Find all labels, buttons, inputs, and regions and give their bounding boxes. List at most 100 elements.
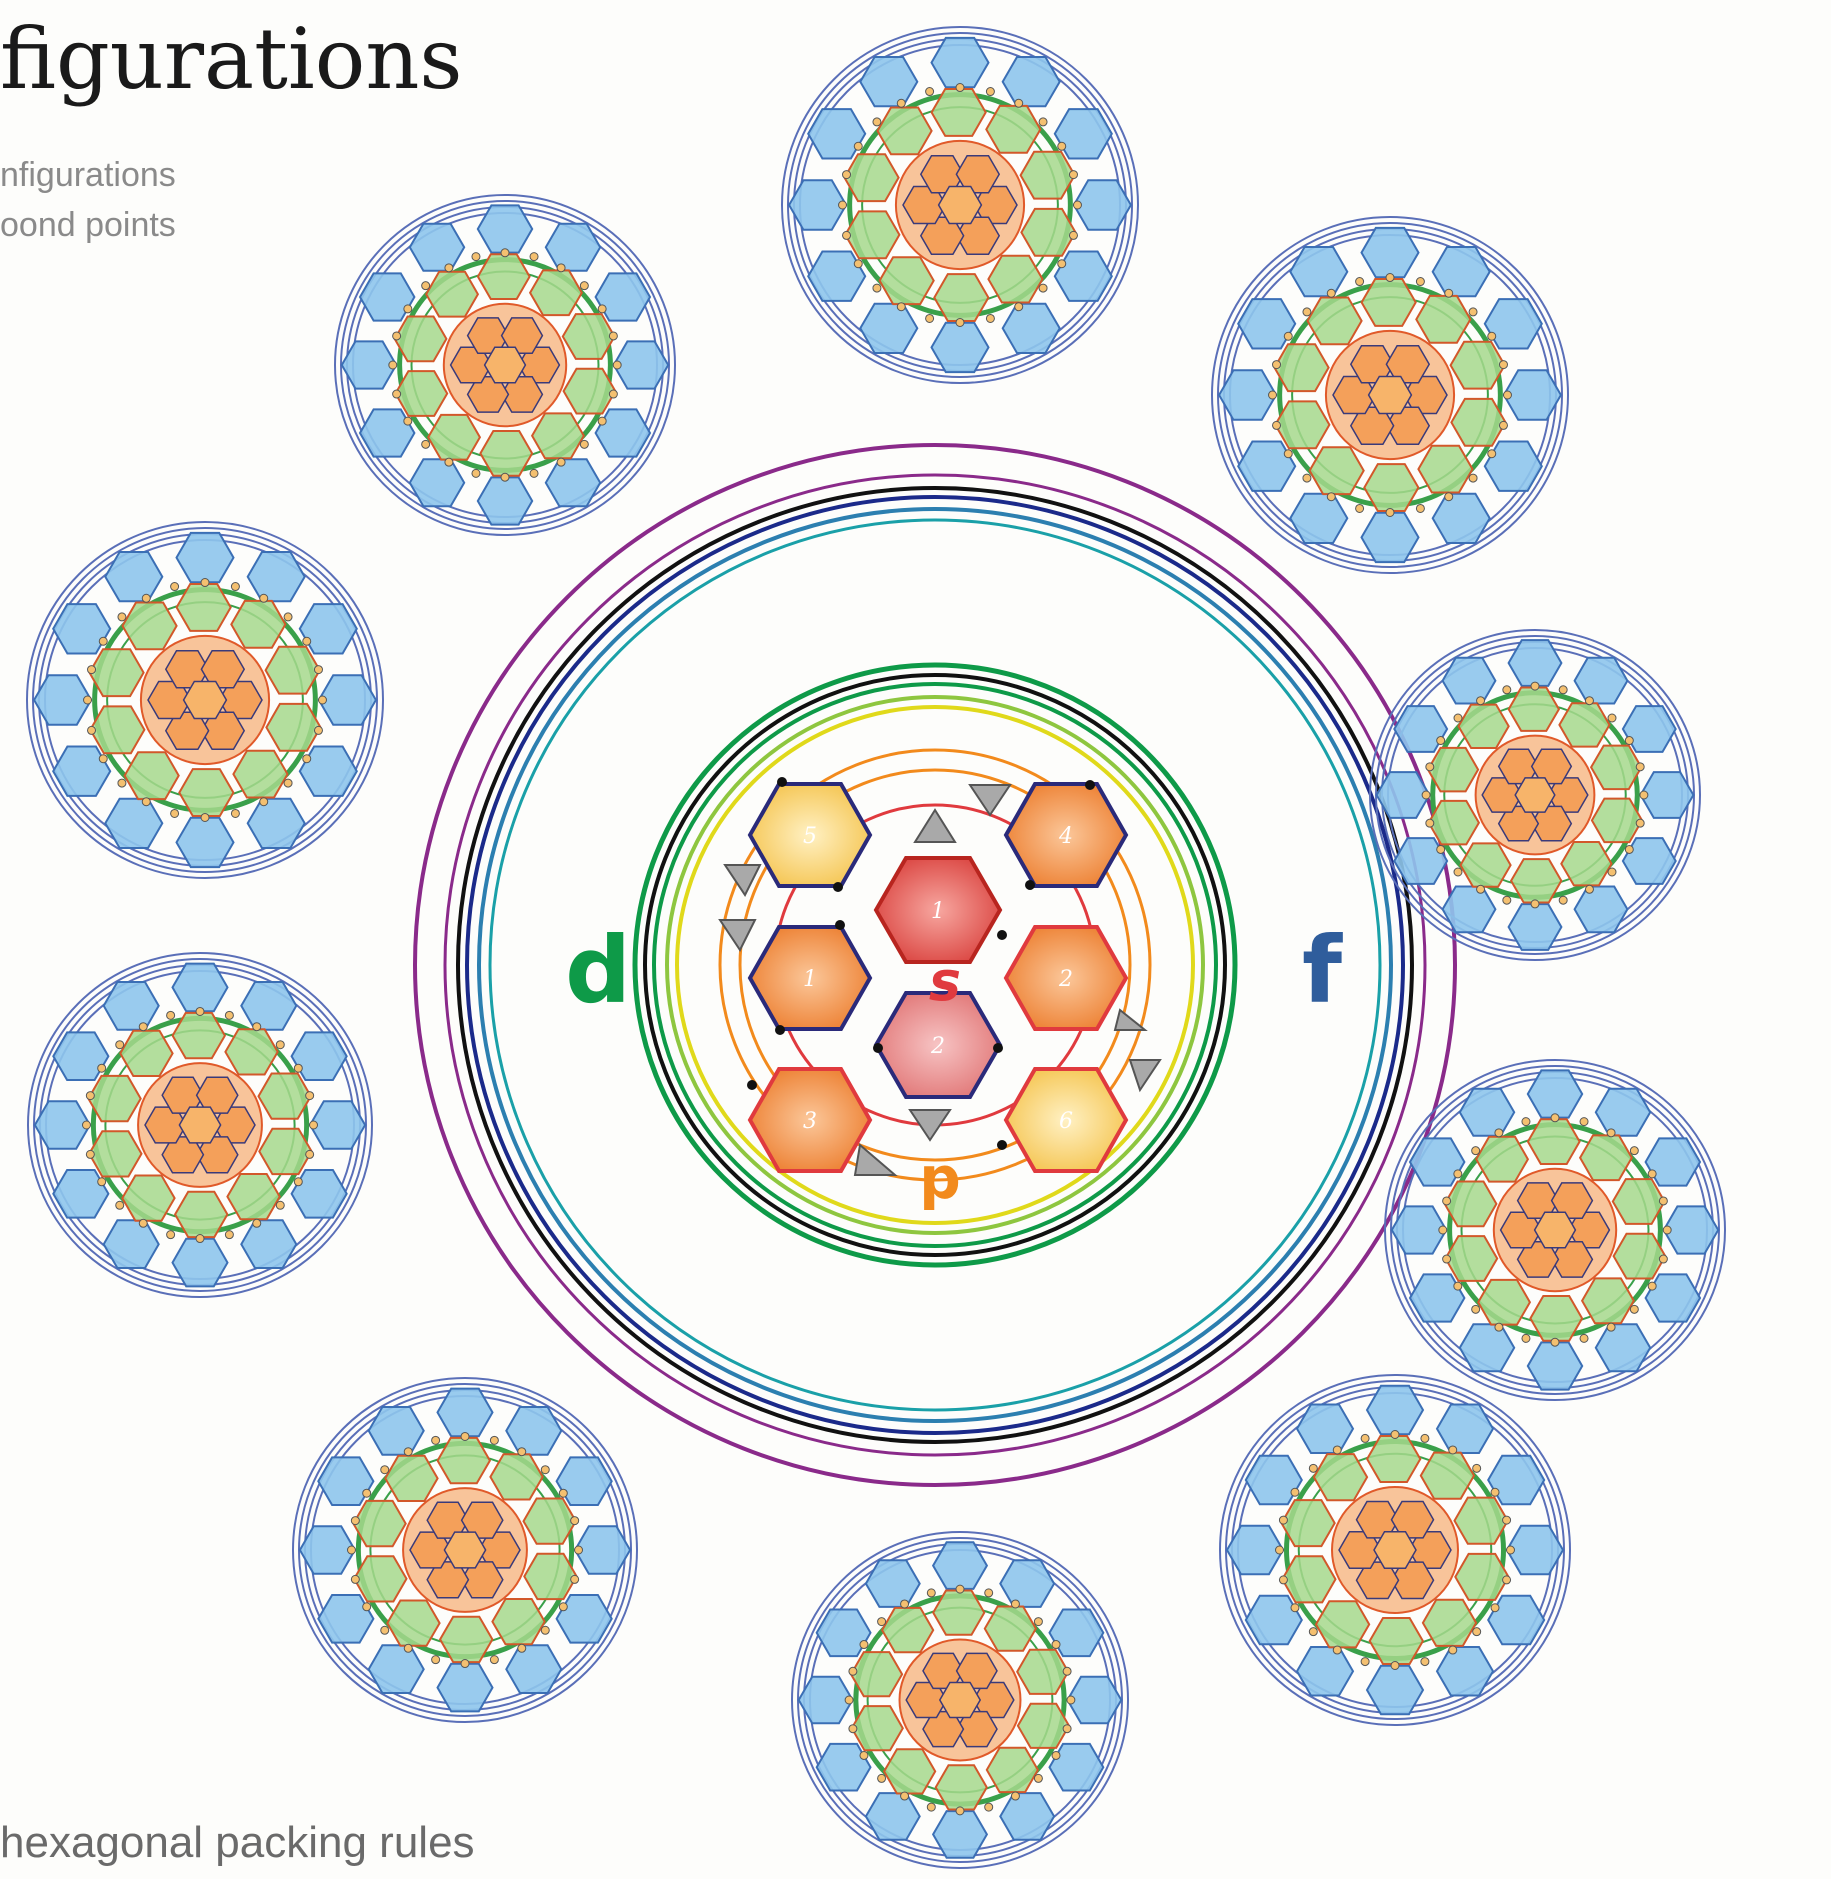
outer-hexagon	[53, 1170, 108, 1218]
outer-hexagon	[105, 552, 162, 601]
outer-hexagon	[1509, 640, 1562, 686]
middle-hexagon	[1429, 801, 1479, 845]
outer-hexagon	[1528, 1342, 1582, 1389]
outer-hexagon	[1000, 1560, 1054, 1607]
satellite-diagram	[335, 195, 675, 535]
outer-hexagon	[53, 604, 110, 653]
outer-hexagon	[1290, 247, 1347, 296]
orbital-p-label: p	[919, 1144, 961, 1212]
middle-hexagon	[1455, 1498, 1508, 1544]
outer-hexagon	[1623, 706, 1676, 752]
outer-hexagon	[1575, 658, 1628, 704]
outer-hexagon	[410, 224, 464, 271]
outer-hexagon	[860, 57, 917, 106]
outer-hexagon	[1238, 299, 1295, 348]
outer-hexagon	[300, 604, 357, 653]
outer-hexagon	[1460, 1089, 1514, 1136]
outer-hexagon	[1297, 1647, 1353, 1696]
outer-hexagon	[173, 1239, 228, 1287]
footer-caption: hexagonal packing rules	[0, 1818, 475, 1868]
satellite-diagram	[28, 953, 372, 1297]
hexagon-p1: 1	[750, 927, 870, 1029]
middle-hexagon	[266, 647, 320, 694]
outer-hexagon	[1367, 1386, 1423, 1434]
satellite-diagram	[1370, 630, 1700, 960]
outer-hexagon	[1074, 180, 1131, 229]
outer-hexagon	[342, 341, 396, 388]
satellite-diagram	[792, 1532, 1128, 1868]
middle-hexagon	[1282, 1556, 1335, 1602]
outer-hexagon	[1050, 1610, 1104, 1657]
outer-hexagon	[557, 1457, 612, 1505]
outer-hexagon	[292, 1032, 347, 1080]
outer-hexagon	[808, 252, 865, 301]
hexagon-p4-label: 4	[1058, 824, 1073, 849]
hexagon-p3-label: 3	[803, 1109, 817, 1134]
outer-hexagon	[438, 1664, 493, 1712]
outer-hexagon	[1528, 1070, 1582, 1117]
outer-hexagon	[360, 273, 414, 320]
hexagon-p2-label: 2	[1058, 967, 1073, 992]
hexagon-s2-label: 2	[930, 1034, 945, 1059]
outer-hexagon	[248, 552, 305, 601]
outer-hexagon	[1246, 1456, 1302, 1504]
middle-hexagon	[852, 1706, 903, 1750]
outer-hexagon	[292, 1170, 347, 1218]
middle-hexagon	[845, 211, 899, 258]
outer-hexagon	[866, 1560, 920, 1607]
outer-hexagon	[1460, 1324, 1514, 1371]
outer-hexagon	[1392, 1206, 1446, 1253]
outer-hexagon	[300, 1526, 355, 1574]
middle-hexagon	[396, 371, 448, 416]
outer-hexagon	[369, 1645, 424, 1693]
outer-hexagon	[1485, 299, 1542, 348]
outer-hexagon	[1488, 1456, 1544, 1504]
outer-hexagon	[310, 1101, 365, 1149]
middle-hexagon	[1451, 342, 1505, 389]
outer-hexagon	[1504, 370, 1561, 419]
outer-hexagon	[241, 982, 296, 1030]
outer-hexagon	[1055, 252, 1112, 301]
outer-hexagon	[817, 1610, 871, 1657]
outer-hexagon	[1000, 1793, 1054, 1840]
hexagon-p2: 2	[1006, 927, 1126, 1029]
hexagon-p3: 3	[750, 1069, 870, 1171]
outer-hexagon	[1227, 1526, 1283, 1574]
outer-hexagon	[1246, 1596, 1302, 1644]
satellite-diagram	[27, 522, 383, 878]
middle-hexagon	[563, 314, 615, 359]
outer-hexagon	[360, 409, 414, 456]
hexagon-p1-label: 1	[803, 967, 817, 992]
outer-hexagon	[369, 1407, 424, 1455]
hexagon-d6-label: 6	[1059, 1109, 1073, 1134]
hexagon-d6: 6	[1006, 1069, 1126, 1171]
satellite-diagram	[1212, 217, 1568, 573]
middle-hexagon	[259, 1074, 311, 1119]
outer-hexagon	[1068, 1677, 1122, 1724]
outer-hexagon	[1219, 370, 1276, 419]
middle-hexagon	[524, 1499, 576, 1544]
outer-hexagon	[105, 799, 162, 848]
orbital-s-label: s	[929, 950, 961, 1013]
outer-hexagon	[1623, 838, 1676, 884]
outer-hexagon	[1394, 706, 1447, 752]
outer-hexagon	[1367, 1666, 1423, 1714]
outer-hexagon	[1437, 1647, 1493, 1696]
outer-hexagon	[808, 109, 865, 158]
hexagon-p4: 4	[1006, 784, 1126, 886]
satellite-configurations	[27, 27, 1725, 1868]
outer-hexagon	[319, 675, 376, 724]
satellite-diagram	[782, 27, 1138, 383]
outer-hexagon	[1055, 109, 1112, 158]
outer-hexagon	[1646, 1138, 1700, 1185]
outer-hexagon	[1410, 1274, 1464, 1321]
middle-hexagon	[89, 1131, 141, 1176]
outer-hexagon	[546, 224, 600, 271]
outer-hexagon	[34, 675, 91, 724]
outer-hexagon	[1003, 57, 1060, 106]
middle-hexagon	[90, 706, 144, 753]
outer-hexagon	[35, 1101, 90, 1149]
satellite-diagram	[1220, 1375, 1570, 1725]
outer-hexagon	[596, 409, 650, 456]
